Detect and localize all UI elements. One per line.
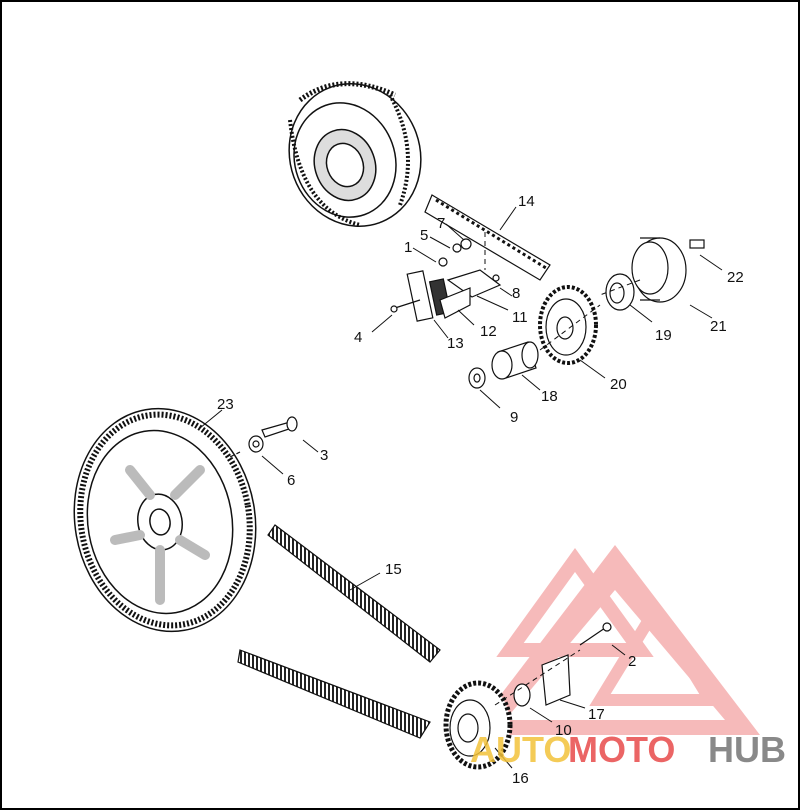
callout-1: 1 xyxy=(404,239,412,256)
callout-5: 5 xyxy=(420,227,428,244)
callout-15: 15 xyxy=(385,561,402,578)
leader-lines xyxy=(199,206,723,769)
callout-21: 21 xyxy=(710,318,727,335)
callout-2: 2 xyxy=(628,653,636,670)
rear-pulley xyxy=(73,407,257,633)
callout-14: 14 xyxy=(518,193,535,210)
primary-chain xyxy=(424,194,551,281)
callout-4: 4 xyxy=(354,329,362,346)
chain-adjuster-parts xyxy=(390,238,502,322)
callout-7: 7 xyxy=(437,215,445,232)
clutch-assembly xyxy=(288,81,422,227)
callout-9: 9 xyxy=(510,409,518,426)
drive-belt xyxy=(237,524,441,739)
callout-16: 16 xyxy=(512,770,529,787)
callout-10: 10 xyxy=(555,722,572,739)
centerlines xyxy=(484,232,641,706)
callout-11: 11 xyxy=(512,309,528,326)
callout-20: 20 xyxy=(610,376,627,393)
callout-22: 22 xyxy=(727,269,744,286)
watermark-hub: HUB xyxy=(708,729,786,770)
callout-12: 12 xyxy=(480,323,497,340)
watermark-text: AUTO MOTO HUB xyxy=(470,729,786,770)
front-pulley-assembly xyxy=(443,622,612,770)
callout-13: 13 xyxy=(447,335,464,352)
watermark-auto: AUTO xyxy=(470,729,571,770)
callout-labels: 1 2 3 4 5 6 7 8 9 10 11 12 13 14 15 16 1… xyxy=(217,193,744,787)
callout-18: 18 xyxy=(541,388,558,405)
compensator-parts xyxy=(605,237,705,311)
callout-6: 6 xyxy=(287,472,295,489)
pulley-bolt-washer xyxy=(227,416,298,459)
watermark-logo xyxy=(470,545,760,735)
callout-19: 19 xyxy=(655,327,672,344)
transmission-sprocket xyxy=(468,285,598,389)
callout-8: 8 xyxy=(512,285,520,302)
watermark-moto: MOTO xyxy=(568,729,675,770)
callout-3: 3 xyxy=(320,447,328,464)
callout-23: 23 xyxy=(217,396,234,413)
callout-17: 17 xyxy=(588,706,605,723)
